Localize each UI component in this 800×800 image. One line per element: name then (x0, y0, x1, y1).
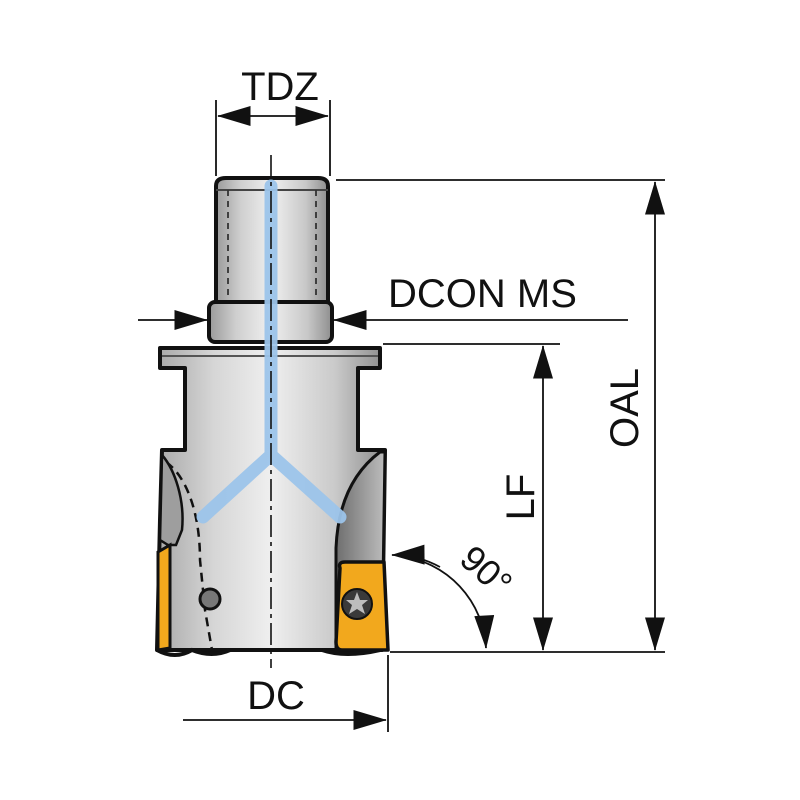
side-hole (198, 587, 222, 611)
coolant-channel (196, 155, 347, 668)
label-angle: 90° (452, 537, 520, 604)
label-lf: LF (499, 474, 543, 521)
torx-screw-icon (341, 588, 373, 620)
dimension-labels: TDZ DCON MS OAL LF DC 90° (241, 65, 647, 718)
left-flute-edge (165, 460, 214, 651)
cutting-insert (334, 560, 390, 652)
dimension-lines (215, 100, 665, 732)
label-dcon-ms: DCON MS (388, 272, 577, 316)
left-insert (156, 542, 172, 652)
label-tdz: TDZ (241, 65, 319, 109)
label-dc: DC (247, 674, 305, 718)
dimension-arrows (138, 106, 665, 730)
label-oal: OAL (603, 368, 647, 448)
left-flute (158, 451, 184, 547)
